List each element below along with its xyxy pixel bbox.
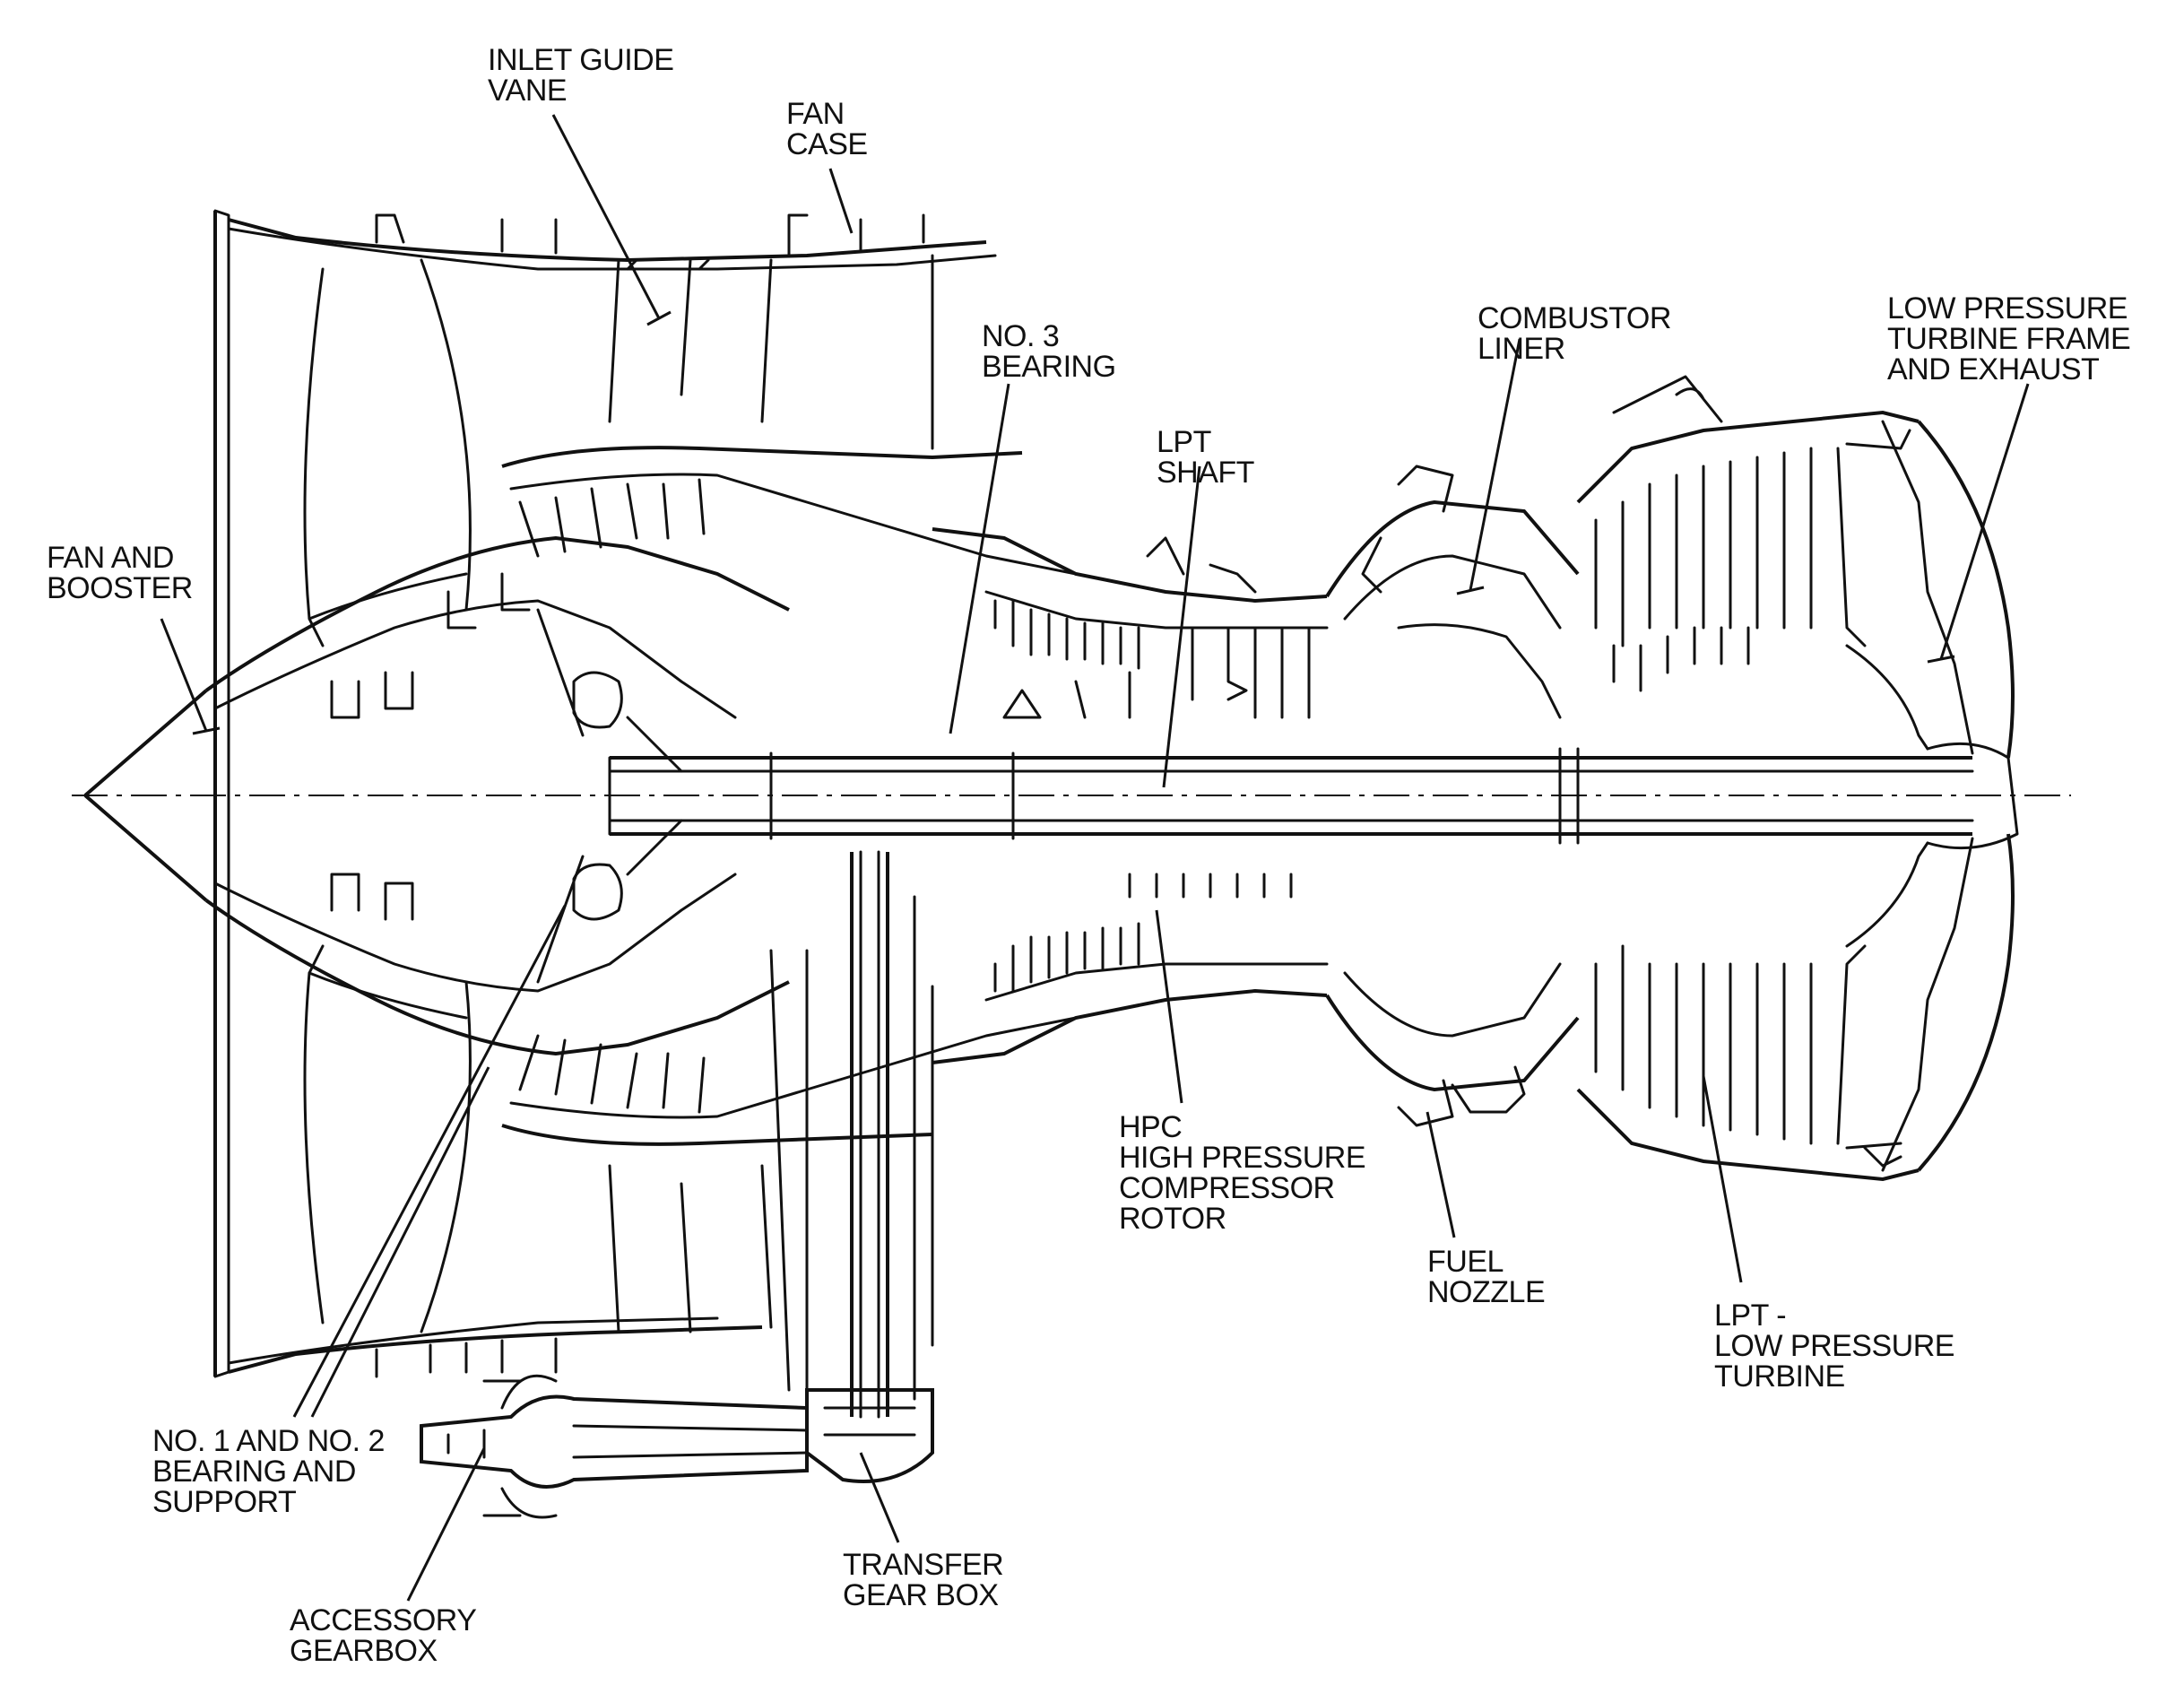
leader-inlet-guide-vane — [551, 114, 661, 319]
accessory-gearbox-housing — [420, 1394, 809, 1489]
booster-duct-lower — [501, 1124, 933, 1146]
leader-no3-bearing — [949, 383, 1010, 734]
label-fuel-nozzle: FUEL NOZZLE — [1427, 1245, 1546, 1309]
label-no1-no2-bearing: NO. 1 AND NO. 2 BEARING AND SUPPORT — [152, 1424, 385, 1519]
label-fan-and-booster: FAN AND BOOSTER — [47, 541, 193, 605]
leader-no1-no2-bearing — [292, 905, 567, 1418]
combustor-upper — [1325, 499, 1580, 598]
booster-duct-upper — [501, 446, 1023, 468]
label-lpt: LPT - LOW PRESSURE TURBINE — [1714, 1298, 1954, 1394]
label-accessory-gearbox: ACCESSORY GEARBOX — [290, 1603, 477, 1668]
label-lpt-shaft: LPT SHAFT — [1157, 425, 1254, 490]
combustor-lower — [1325, 994, 1580, 1092]
leader-accessory-gearbox — [406, 1447, 486, 1602]
label-inlet-guide-vane: INLET GUIDE VANE — [488, 43, 674, 108]
radial-drive-shaft — [850, 852, 889, 1417]
label-transfer-gear-box: TRANSFER GEAR BOX — [843, 1548, 1004, 1612]
fan-disk-upper — [204, 535, 790, 692]
label-combustor-liner: COMBUSTOR LINER — [1478, 301, 1671, 366]
leader-combustor-liner — [1469, 338, 1521, 591]
fan-blade-lower — [303, 944, 472, 1333]
leader-lp-turbine-frame — [1939, 383, 2030, 660]
fan-case-lower — [228, 1325, 763, 1374]
fan-case-upper — [228, 218, 987, 263]
leader-fan-and-booster — [160, 618, 208, 732]
leader-lpt-shaft — [1162, 465, 1201, 788]
bearing-housing-lower — [572, 863, 623, 921]
hpc-case-upper — [932, 527, 1328, 604]
label-fan-case: FAN CASE — [786, 97, 868, 161]
leader-transfer-gear-box — [859, 1452, 900, 1543]
label-hpc-rotor: HPC HIGH PRESSURE COMPRESSOR ROTOR — [1119, 1110, 1366, 1236]
main-shaft — [610, 756, 1972, 836]
leader-lpt — [1702, 1075, 1743, 1283]
leader-fuel-nozzle — [1426, 1111, 1456, 1238]
spinner-cone — [83, 689, 208, 902]
transfer-gear-box-housing — [805, 1388, 934, 1483]
exhaust-frame — [1917, 420, 2015, 1172]
bearing-housing-upper — [572, 671, 623, 729]
label-no3-bearing: NO. 3 BEARING — [982, 319, 1116, 384]
leader-fan-case — [828, 168, 854, 234]
label-lp-turbine-frame: LOW PRESSURE TURBINE FRAME AND EXHAUST — [1887, 291, 2131, 387]
hpc-case-lower — [932, 988, 1328, 1064]
leader-hpc-rotor — [1155, 909, 1183, 1104]
lpt-case-lower — [1576, 1088, 1920, 1182]
fan-disk-lower — [204, 899, 790, 1056]
fan-blade-upper — [303, 258, 472, 647]
lpt-case-upper — [1576, 410, 1920, 504]
